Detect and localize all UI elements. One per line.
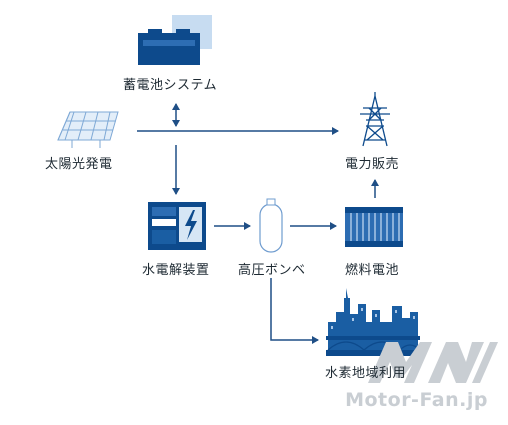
electrolyzer-label: 水電解装置 xyxy=(142,263,210,278)
community-label: 水素地域利用 xyxy=(325,366,407,381)
arrows xyxy=(137,103,379,344)
battery-storage-icon xyxy=(138,15,212,65)
fuel-cell-label: 燃料電池 xyxy=(345,263,400,278)
cylinder-label: 高圧ボンベ xyxy=(238,263,306,278)
arrow-cylinder-community xyxy=(270,278,319,344)
solar-label: 太陽光発電 xyxy=(45,157,113,172)
pressure-cylinder-icon xyxy=(259,198,283,253)
transmission-tower-icon xyxy=(360,92,390,147)
solar-panel-icon xyxy=(57,111,119,148)
grid-label: 電力販売 xyxy=(345,157,400,172)
city-skyline-icon xyxy=(326,288,421,356)
fuel-cell-icon xyxy=(345,207,403,247)
motor-fan-logo xyxy=(368,342,498,383)
watermark-text: Motor-Fan.jp xyxy=(345,389,488,411)
storage-label: 蓄電池システム xyxy=(123,78,218,93)
electrolyzer-icon xyxy=(148,202,206,250)
